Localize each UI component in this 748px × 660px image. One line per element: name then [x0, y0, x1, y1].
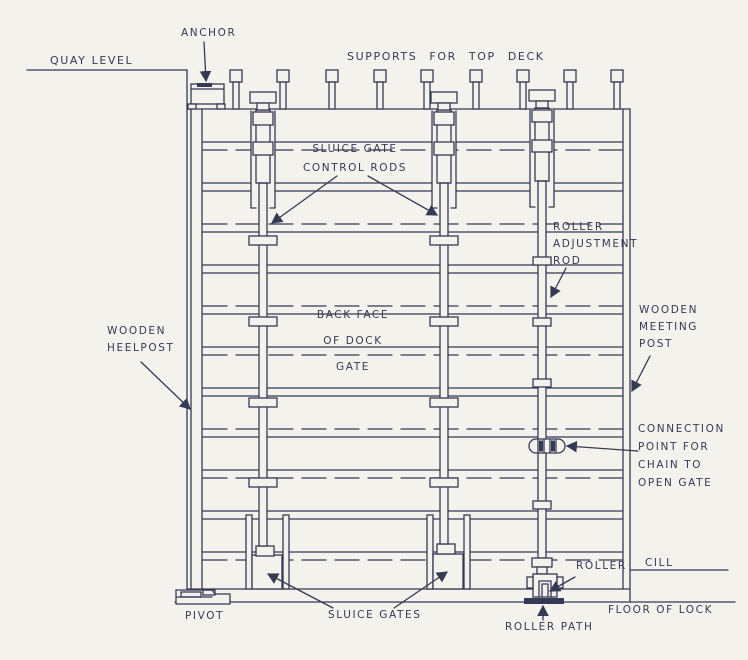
rod-collar [429, 235, 459, 246]
rod-head [528, 89, 556, 102]
rod-collar [429, 477, 459, 488]
label-back-face-of-dock-gate: BACK FACE OF DOCK GATE [316, 309, 390, 373]
annotation-arrows [140, 41, 651, 621]
deck-post [563, 69, 577, 110]
sluice-gates-arrow-left [266, 573, 334, 609]
label-anchor: ANCHOR [181, 27, 237, 39]
sluice-control-rod-1 [248, 91, 278, 547]
meeting-post-arrow [631, 355, 651, 393]
deck-post [325, 69, 339, 110]
deck-post [373, 69, 387, 110]
label-supports-for-top-deck: SUPPORTS FOR TOP DECK [347, 50, 545, 63]
label-roller-path: ROLLER PATH [505, 621, 594, 633]
anchor-arrow [199, 41, 212, 83]
label-cill: CILL [645, 557, 674, 569]
label-roller-adjustment-rod: ROLLER ADJUSTMENT ROD [553, 221, 639, 267]
label-wooden-meeting-post: WOODEN MEETING POST [639, 304, 699, 350]
deck-post [229, 69, 243, 110]
label-connection-point-for-chain: CONNECTION POINT FOR CHAIN TO OPEN GATE [638, 423, 725, 489]
deck-post [610, 69, 624, 110]
quay-and-gate-frame [26, 69, 736, 604]
roller-path-bar [524, 598, 564, 604]
deck-post [420, 69, 434, 110]
rod-collar [532, 256, 552, 266]
deck-post [469, 69, 483, 110]
rod-collar [248, 316, 278, 327]
rod-collar [248, 235, 278, 246]
control-rods-arrow-left [271, 175, 338, 224]
label-sluice-gates: SLUICE GATES [328, 609, 422, 621]
rod-collar [429, 397, 459, 408]
heelpost-arrow [140, 361, 191, 410]
label-floor-of-lock: FLOOR OF LOCK [608, 604, 714, 616]
sluice-gate-left [251, 554, 283, 590]
rod-collar [248, 477, 278, 488]
deck-post [516, 69, 530, 110]
pivot-block [175, 589, 231, 605]
deck-post [276, 69, 290, 110]
rod-collar [248, 397, 278, 408]
rod-collar [532, 317, 552, 327]
sluice-gates-arrow-right [393, 571, 448, 609]
label-wooden-heelpost: WOODEN HEELPOST [107, 325, 175, 354]
label-roller: ROLLER [576, 560, 627, 572]
sluice-control-rod-2 [429, 91, 459, 545]
rod-collar [532, 378, 552, 388]
label-pivot: PIVOT [185, 610, 225, 622]
roller-adjustment-rod [528, 89, 566, 559]
top-deck-support-posts [229, 69, 624, 110]
rod-collar [429, 316, 459, 327]
sluice-gate-right [432, 553, 464, 590]
label-quay-level: QUAY LEVEL [50, 54, 134, 67]
roller-arrow [548, 576, 576, 592]
connection-point-arrow [565, 440, 639, 453]
rod-head [249, 91, 277, 104]
roller-assembly [524, 557, 564, 604]
adjustment-rod-arrow [550, 267, 567, 299]
rod-collar [532, 500, 552, 510]
chain-connection-point [528, 438, 566, 454]
label-sluice-gate-control-rods: SLUICE GATE CONTROL RODS [302, 143, 408, 174]
control-rods-arrow-right [367, 175, 439, 216]
rod-head [430, 91, 458, 104]
anchor-block [187, 83, 226, 110]
